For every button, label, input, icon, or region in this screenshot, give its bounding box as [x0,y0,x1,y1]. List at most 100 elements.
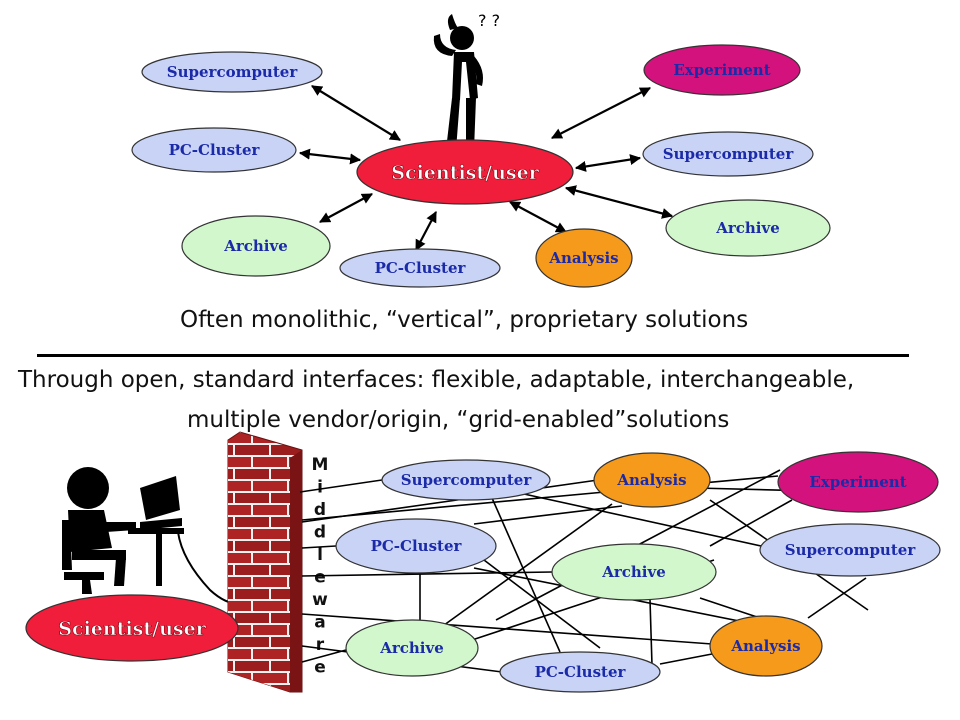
middleware-letter: e [314,658,326,678]
top-arrow [509,201,567,233]
bottom-node-supercomputer-ellipse [759,523,941,577]
top-node-analysis-label: Analysis [548,249,618,267]
bottom-scientist-user-node: Scientist/user [25,594,239,662]
top-scientist-user-node-ellipse [356,139,574,205]
middleware-letter: d [314,500,326,520]
middleware-letter: M [312,455,329,475]
bottom-node-archive-label: Archive [379,639,444,657]
bottom-link [473,505,623,525]
bottom-node-supercomputer: Supercomputer [759,523,941,577]
top-connection-arrows [298,85,674,251]
top-node-archive: Archive [181,215,331,277]
bottom-node-supercomputer-ellipse [381,459,551,501]
bottom-link [491,497,561,653]
caption-middle-line-2: multiple vendor/origin, “grid-enabled”so… [187,407,730,433]
bottom-node-pc-cluster-ellipse [499,651,661,693]
top-node-supercomputer-label: Supercomputer [167,63,299,81]
top-arrow [319,193,373,223]
bottom-link [299,479,383,493]
caption-middle-line-1: Through open, standard interfaces: flexi… [18,367,855,393]
middleware-letter: r [316,635,325,655]
middleware-letter: a [314,613,325,633]
middleware-letter: e [314,568,326,588]
bottom-node-archive: Archive [551,543,717,601]
middleware-letter: i [317,478,323,498]
top-node-pc-cluster-ellipse [131,127,297,173]
bottom-link [659,653,713,665]
question-marks: ? ? [478,11,500,30]
bottom-node-analysis-ellipse [709,615,823,677]
top-node-experiment-label: Experiment [673,61,770,79]
top-node-pc-cluster-ellipse [339,248,501,288]
top-node-archive-label: Archive [715,219,780,237]
top-node-supercomputer-label: Supercomputer [663,145,795,163]
bottom-node-supercomputer-label: Supercomputer [785,541,917,559]
bottom-link [807,577,867,619]
bottom-node-archive-ellipse [345,619,479,677]
top-node-archive-label: Archive [223,237,288,255]
divider-line [37,354,909,357]
bottom-node-experiment-ellipse [777,451,939,513]
bottom-node-pc-cluster-label: PC-Cluster [371,537,463,555]
top-arrow [415,211,437,251]
bottom-link [301,571,553,577]
bottom-node-experiment: Experiment [777,451,939,513]
top-node-supercomputer: Supercomputer [642,131,814,177]
bottom-node-pc-cluster-ellipse [335,518,497,574]
bottom-node-analysis: Analysis [593,452,711,508]
bottom-node-archive: Archive [345,619,479,677]
bottom-link [709,499,793,547]
bottom-node-analysis: Analysis [709,615,823,677]
top-node-experiment-ellipse [643,44,801,96]
bottom-link [649,599,653,666]
thinking-person-icon [433,14,484,158]
middleware-letter: l [317,545,323,565]
top-arrow [311,85,401,141]
top-node-supercomputer-ellipse [141,51,323,93]
top-node-analysis: Analysis [535,228,633,288]
bottom-node-archive-ellipse [551,543,717,601]
bottom-link [301,545,337,549]
top-arrow [574,154,642,172]
top-scientist-user-node-label: Scientist/user [391,162,539,184]
bottom-scientist-user-node-ellipse [25,594,239,662]
top-node-archive: Archive [665,199,831,257]
bottom-link [523,493,771,549]
bottom-node-pc-cluster: PC-Cluster [499,651,661,693]
bottom-node-analysis-label: Analysis [730,637,800,655]
top-node-pc-cluster: PC-Cluster [131,127,297,173]
top-arrow [551,87,651,139]
top-node-pc-cluster-label: PC-Cluster [375,259,467,277]
user-at-computer-icon [62,467,184,594]
top-arrow [298,148,362,165]
caption-top: Often monolithic, “vertical”, proprietar… [180,307,749,333]
top-node-analysis-ellipse [535,228,633,288]
top-node-archive-ellipse [665,199,831,257]
bottom-link [301,649,347,663]
bottom-node-pc-cluster: PC-Cluster [335,518,497,574]
middleware-letter: d [314,523,326,543]
top-node-pc-cluster: PC-Cluster [339,248,501,288]
bottom-scientist-user-node-label: Scientist/user [58,618,206,640]
top-node-supercomputer-ellipse [642,131,814,177]
middleware-wall [227,431,303,693]
bottom-link [439,503,613,629]
bottom-node-pc-cluster-label: PC-Cluster [535,663,627,681]
bottom-node-experiment-label: Experiment [809,473,906,491]
bottom-node-supercomputer-label: Supercomputer [401,471,533,489]
top-scientist-user-node: Scientist/user [356,139,574,205]
bottom-node-analysis-label: Analysis [616,471,686,489]
top-node-pc-cluster-label: PC-Cluster [169,141,261,159]
bottom-node-archive-label: Archive [601,563,666,581]
bottom-node-analysis-ellipse [593,452,711,508]
bottom-link [483,559,601,649]
bottom-node-supercomputer: Supercomputer [381,459,551,501]
top-node-supercomputer: Supercomputer [141,51,323,93]
top-node-experiment: Experiment [643,44,801,96]
top-node-archive-ellipse [181,215,331,277]
top-arrow [564,185,674,219]
middleware-letter: w [312,590,328,610]
